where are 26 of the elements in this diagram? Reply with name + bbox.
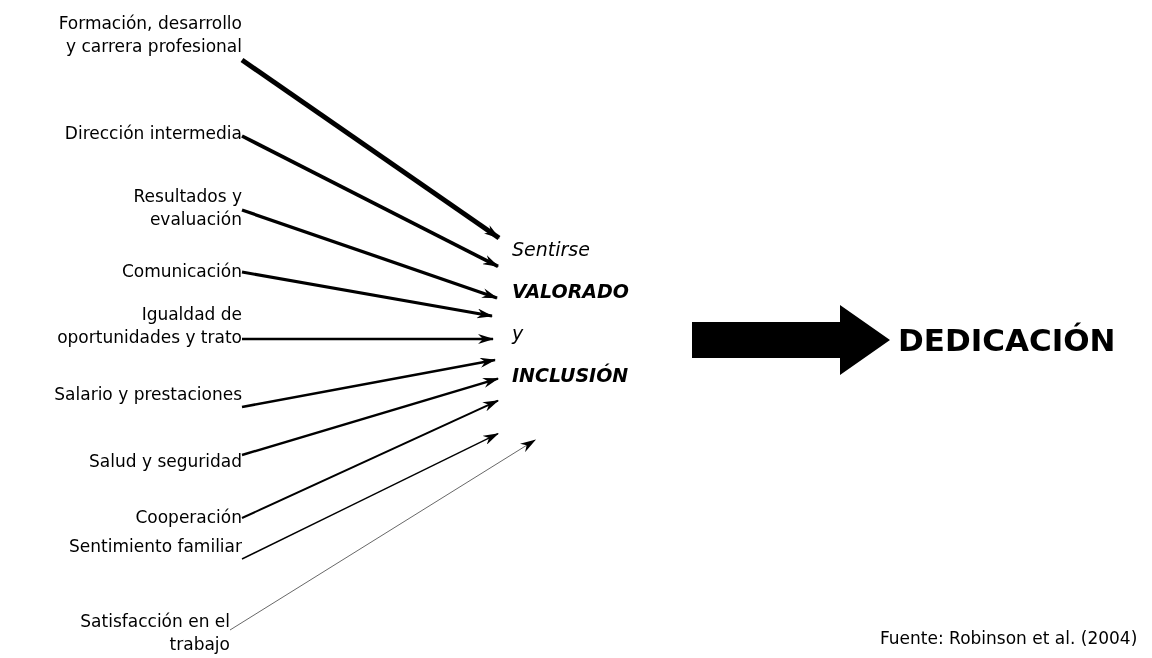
arrow — [241, 399, 499, 519]
arrow — [241, 432, 499, 560]
center-text: Sentirse — [512, 238, 590, 260]
factor-label: Formación, desarrollo y carrera profesional — [58, 13, 242, 56]
factor-label: Salario y prestaciones — [54, 384, 242, 404]
factor-label: Sentimiento familiar — [69, 536, 242, 556]
source-note: Fuente: Robinson et al. (2004) — [880, 628, 1138, 648]
factor-label: Igualdad de oportunidades y trato — [57, 304, 242, 347]
arrow — [241, 134, 499, 269]
center-text: y — [512, 322, 524, 344]
factor-label: Resultados y evaluación — [133, 186, 242, 229]
center-text: INCLUSIÓN — [512, 364, 629, 386]
arrow — [241, 208, 498, 300]
factor-label: Dirección intermedia — [64, 123, 242, 143]
factor-label: Cooperación — [135, 507, 242, 527]
arrow — [240, 57, 501, 241]
arrow — [241, 270, 493, 319]
arrow — [241, 357, 496, 409]
arrow — [242, 334, 494, 344]
factor-label: Salud y seguridad — [89, 451, 242, 471]
factor-label: Satisfacción en el trabajo — [80, 611, 230, 654]
result-label: DEDICACIÓN — [898, 322, 1116, 358]
arrow — [241, 377, 499, 457]
block-arrow — [692, 305, 890, 375]
factor-label: Comunicación — [121, 261, 242, 281]
center-text: VALORADO — [512, 280, 629, 302]
